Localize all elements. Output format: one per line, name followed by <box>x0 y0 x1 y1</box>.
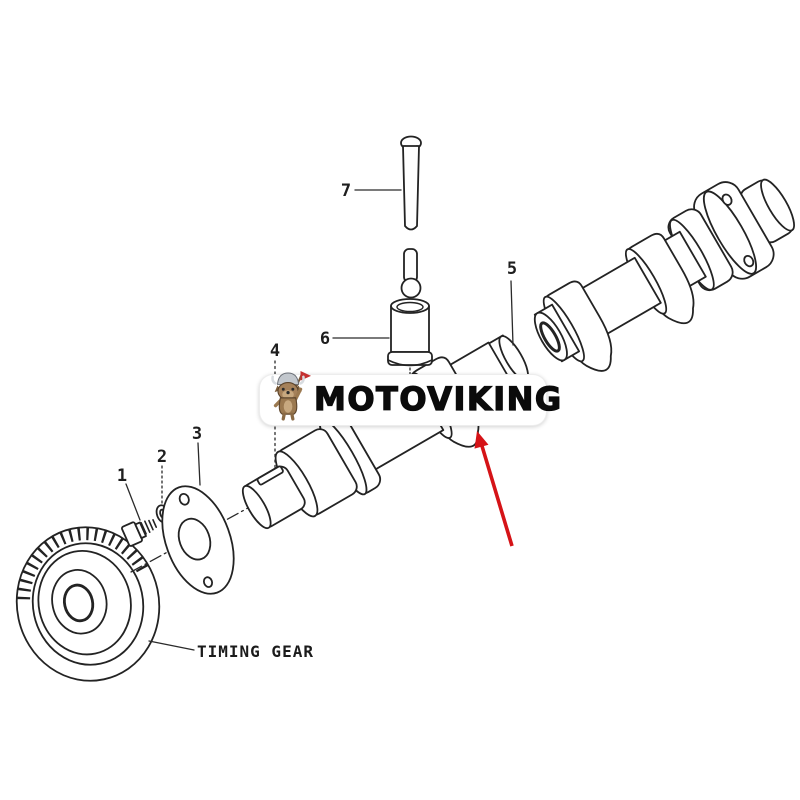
cam-lobe <box>625 232 695 325</box>
callout-6: 6 <box>320 329 330 349</box>
timing-gear-label: TIMING GEAR <box>197 642 314 661</box>
callout-1: 1 <box>117 466 127 486</box>
keyway-slot <box>256 465 284 486</box>
timing-gear-drawing <box>15 526 161 682</box>
viking-dog-icon <box>271 371 312 421</box>
callout-4: 4 <box>270 341 280 361</box>
cam-lobe <box>543 280 613 372</box>
callout-5: 5 <box>507 259 517 279</box>
bolt-drawing <box>121 519 158 547</box>
leader-5 <box>510 280 514 346</box>
camshaft-drawing <box>241 178 795 530</box>
camshaft-nose <box>241 465 306 530</box>
brand-text: MOTOVIKING <box>313 380 563 418</box>
gear-bore <box>62 583 95 623</box>
callout-7: 7 <box>341 181 351 201</box>
valve-lifter-drawing <box>387 248 433 378</box>
leader-1 <box>125 483 141 521</box>
shaft-break-tube <box>533 303 581 363</box>
gear-teeth <box>17 527 151 600</box>
motoviking-watermark: MOTOVIKING <box>259 371 562 426</box>
push-rod-drawing <box>400 135 422 231</box>
callout-3: 3 <box>192 424 202 444</box>
leader-3 <box>197 442 201 486</box>
thrust-plate-drawing <box>161 485 235 595</box>
leader-timing-gear <box>148 640 195 651</box>
callout-2: 2 <box>157 447 167 467</box>
callout-labels: 1 2 3 4 5 6 7 <box>117 181 517 486</box>
